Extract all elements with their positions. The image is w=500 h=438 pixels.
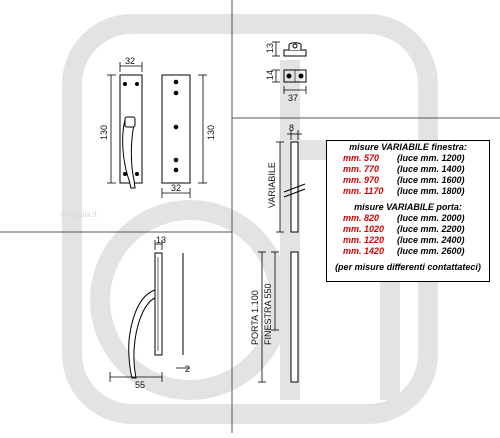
spec-mm: mm. 570 [343,153,380,163]
spec-mm: mm. 1020 [343,224,385,234]
spec-mm: mm. 1420 [343,246,385,256]
break-line [283,183,306,193]
spec-luce: (luce mm. 1600) [397,175,465,185]
dim-plate-height-right: 130 [206,125,216,140]
back-plate-view [161,74,191,184]
side-plate [154,252,163,356]
rod-variable-view [283,141,306,233]
spec-luce: (luce mm. 1200) [397,153,465,163]
plate-screw [135,82,139,86]
side-lever [128,289,156,379]
dim-bracket-height-top: 13 [265,43,275,53]
rod-dimension-lines [276,130,302,233]
finestra-heading: misure VARIABILE finestra: [349,142,467,152]
dim-side-depth: 13 [156,235,166,245]
spec-luce: (luce mm. 1400) [397,164,465,174]
dim-gap: 2 [185,364,190,374]
spec-luce: (luce mm. 2600) [397,246,465,256]
dim-variable-label: VARIABILE [267,162,277,208]
spec-row: mm. 570 (luce mm. 1200) [331,153,485,164]
plate-screw [123,172,127,176]
dim-plate-width-top: 32 [125,56,135,66]
spec-row: mm. 1020 (luce mm. 2200) [331,224,485,235]
spec-row: mm. 970 (luce mm. 1600) [331,175,485,186]
bracket-view [283,42,307,83]
handle-side-view [128,252,184,379]
spec-luce: (luce mm. 2400) [397,235,465,245]
spec-luce: (luce mm. 1800) [397,186,465,196]
dim-bracket-width: 37 [288,93,298,103]
size-spec-box: misure VARIABILE finestra: mm. 570 (luce … [326,140,490,282]
spec-row: mm. 820 (luce mm. 2000) [331,213,485,224]
spec-note: (per misure differenti contattateci) [335,262,481,272]
spec-mm: mm. 820 [343,213,380,223]
rod-fixed-dimension-lines [258,251,279,383]
bracket-dimension-lines [272,41,307,94]
spec-mm: mm. 770 [343,164,380,174]
plate-screw [123,82,127,86]
handle-lever [122,119,136,189]
spec-luce: (luce mm. 2200) [397,224,465,234]
break-line [283,188,306,198]
dim-handle-reach: 55 [135,380,145,390]
spec-row: mm. 1420 (luce mm. 2600) [331,246,485,257]
plate-screw [135,172,139,176]
spec-luce: (luce mm. 2000) [397,213,465,223]
dim-rod-width: 8 [289,123,294,133]
spec-mm: mm. 970 [343,175,380,185]
spec-row: mm. 770 (luce mm. 1400) [331,164,485,175]
spec-mm: mm. 1220 [343,235,385,245]
bracket-base [283,49,307,57]
handle-front-view [119,74,143,189]
rod-fixed-view [290,251,299,383]
spec-row: mm. 1170 (luce mm. 1800) [331,186,485,197]
dim-plate-height-left: 130 [99,125,109,140]
spec-row: mm. 1220 (luce mm. 2400) [331,235,485,246]
front-dimension-lines [107,62,143,184]
back-plate-dimension-lines [161,74,207,198]
dim-bracket-height-bottom: 14 [265,70,275,80]
dim-porta-label: PORTA 1.100 [250,290,260,345]
watermark-text: meraglia.it [60,210,98,219]
rod-fixed [290,251,299,383]
back-plate [161,74,191,184]
handle-rose [124,116,136,128]
dim-finestra-label: FINESTRA 550 [263,283,273,345]
side-dimension-lines [109,240,190,382]
dim-plate-width-bottom: 32 [171,183,181,193]
porta-heading: misure VARIABILE porta: [354,202,462,212]
spec-mm: mm. 1170 [343,186,384,196]
